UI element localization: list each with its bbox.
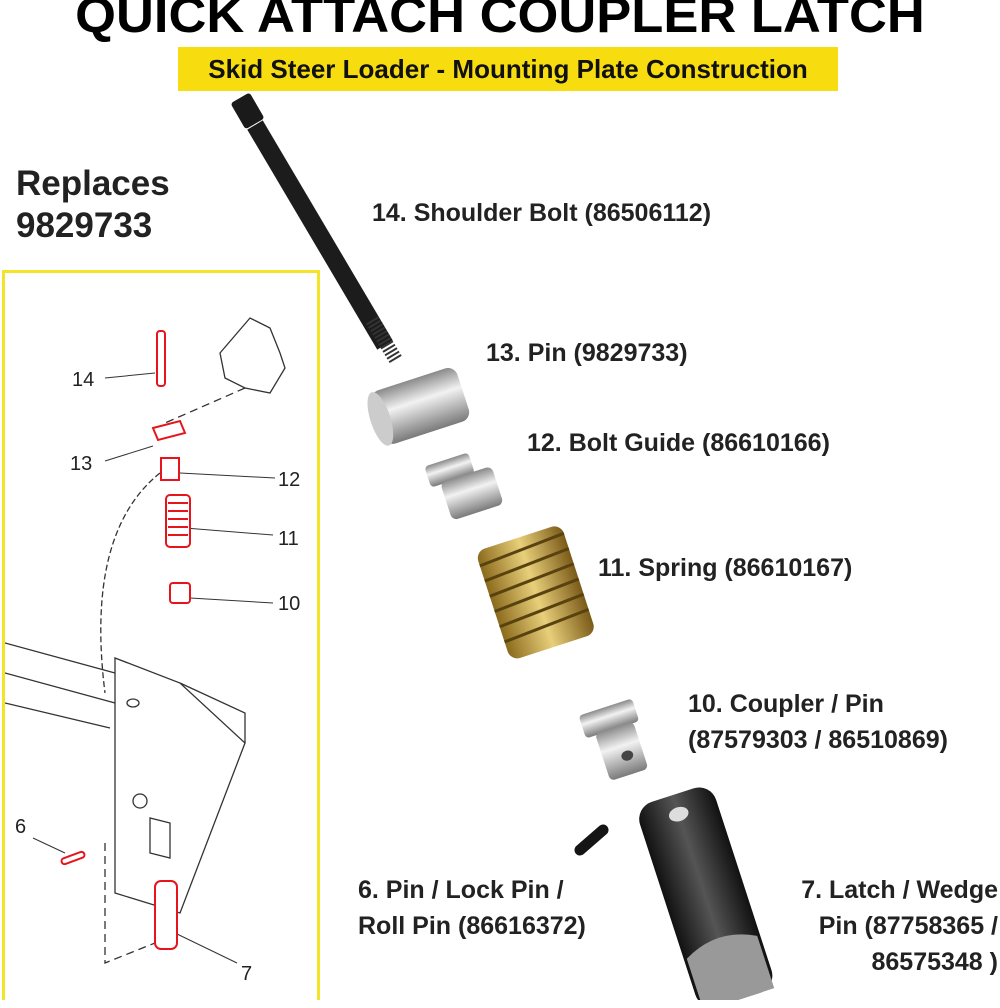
diagram-coupler-pin	[169, 582, 191, 604]
part-label-coupler-pin: 10. Coupler / Pin (87579303 / 86510869)	[688, 686, 948, 758]
coupler-pin-image	[579, 699, 648, 780]
bracket-outline	[219, 317, 286, 394]
diagram-number-11: 11	[278, 528, 299, 550]
part-label-pin: 13. Pin (9829733)	[486, 339, 688, 367]
replaces-note: Replaces 9829733	[16, 163, 170, 247]
spring-image	[477, 526, 594, 659]
diagram-number-7: 7	[241, 963, 253, 985]
diagram-latch	[154, 880, 178, 950]
diagram-roll-pin	[60, 850, 86, 866]
pin-image	[367, 368, 470, 446]
diagram-number-10: 10	[278, 593, 301, 615]
mounting-plate-outline	[114, 657, 246, 914]
diagram-number-13: 13	[70, 453, 93, 475]
part-label-roll-pin: 6. Pin / Lock Pin / Roll Pin (86616372)	[358, 872, 586, 944]
diagram-bolt-guide	[160, 457, 180, 481]
part-label-line: 86575348 )	[871, 948, 998, 976]
diagram-drawing	[4, 317, 286, 964]
part-label-line: 10. Coupler / Pin	[688, 690, 884, 718]
diagram-number-6: 6	[15, 816, 27, 838]
diagram-number-12: 12	[278, 469, 301, 491]
diagram-number-14: 14	[72, 369, 95, 391]
diagram-bolt	[156, 330, 166, 387]
diagram-parts	[60, 330, 191, 950]
bolt-guide-image	[425, 453, 503, 520]
page-title: QUICK ATTACH COUPLER LATCH	[75, 0, 925, 43]
part-label-line: Pin (87758365 /	[818, 912, 998, 940]
replaces-part-number: 9829733	[16, 206, 153, 245]
part-label-line: 7. Latch / Wedge	[801, 876, 998, 904]
replaces-label: Replaces	[16, 164, 170, 203]
exploded-diagram: 14 13 12 11 10 6 7	[2, 270, 320, 1000]
part-label-line: 6. Pin / Lock Pin /	[358, 876, 564, 904]
part-label-shoulder-bolt: 14. Shoulder Bolt (86506112)	[372, 199, 712, 227]
part-label-line: (87579303 / 86510869)	[688, 726, 948, 754]
part-label-spring: 11. Spring (86610167)	[598, 554, 853, 582]
part-label-bolt-guide: 12. Bolt Guide (86610166)	[527, 429, 830, 457]
part-label-line: Roll Pin (86616372)	[358, 912, 586, 940]
part-label-latch: 7. Latch / Wedge Pin (87758365 / 8657534…	[770, 872, 998, 980]
subtitle-banner: Skid Steer Loader - Mounting Plate Const…	[178, 47, 838, 91]
shoulder-bolt-image	[231, 93, 403, 364]
latch-image	[639, 787, 775, 1000]
diagram-pin	[151, 419, 187, 442]
roll-pin-image	[574, 824, 609, 856]
